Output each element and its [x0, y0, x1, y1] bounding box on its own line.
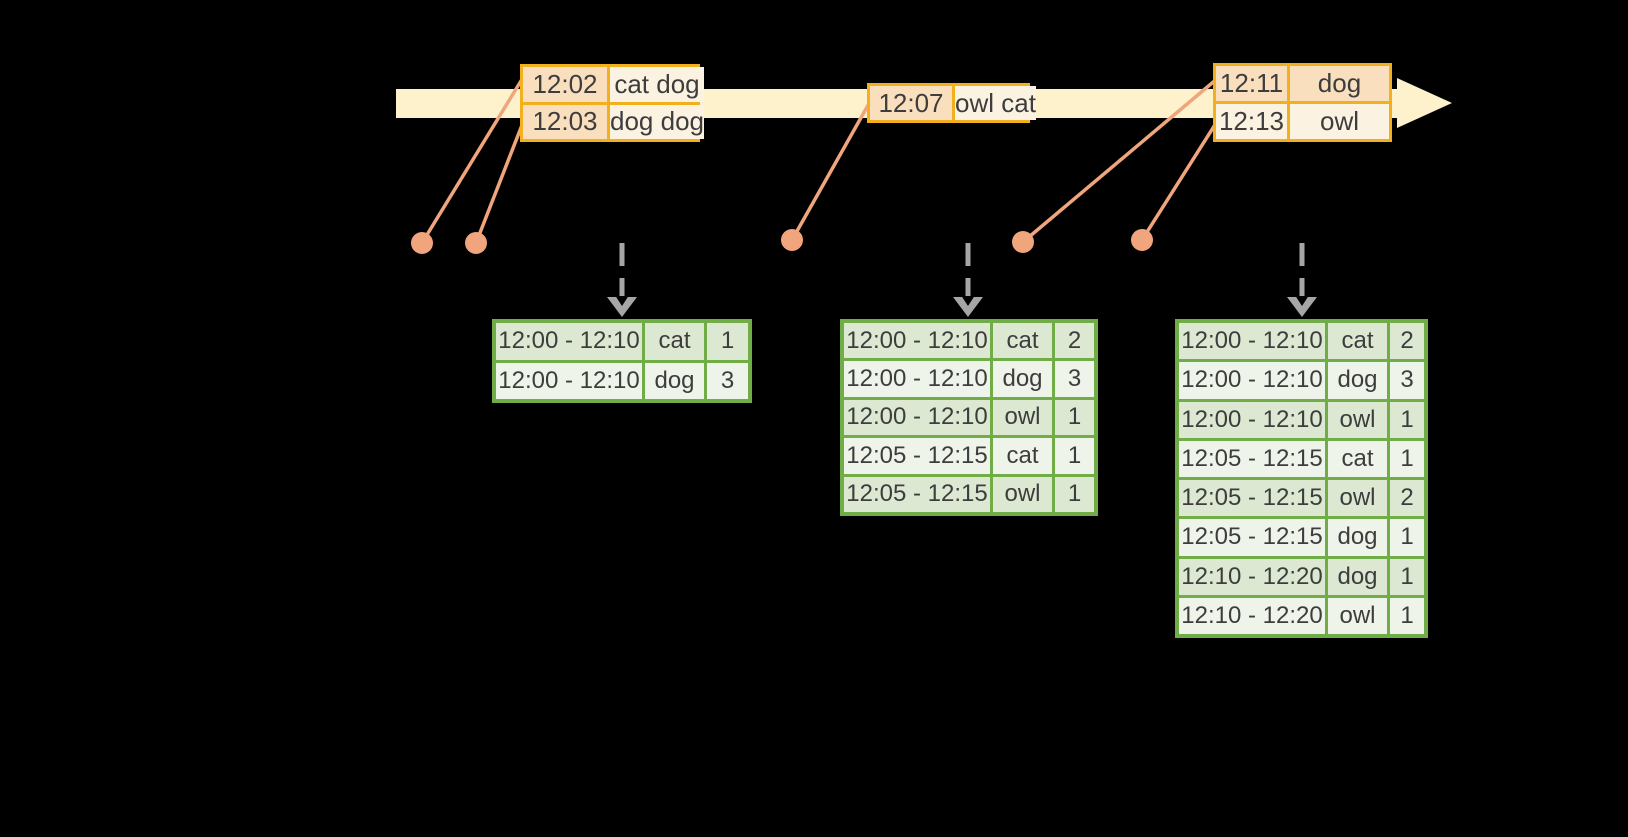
result-window-cell: 12:05 - 12:15: [844, 438, 990, 474]
result-count-cell: 1: [1055, 476, 1094, 512]
result-word-cell: cat: [1328, 323, 1387, 360]
result-window-cell: 12:05 - 12:15: [1179, 519, 1325, 556]
result-word-cell: cat: [993, 323, 1052, 359]
result-word-cell: owl: [993, 476, 1052, 512]
trigger-down-arrow-icon: [953, 243, 983, 317]
result-count-cell: 1: [1390, 558, 1424, 595]
event-time-cell: 12:03: [523, 104, 607, 139]
result-word-cell: owl: [993, 399, 1052, 436]
event-words-cell: owl: [1290, 104, 1389, 139]
event-time-cell: 12:02: [523, 67, 607, 102]
event-dot-icon: [465, 232, 487, 254]
result-count-cell: 2: [1055, 323, 1094, 359]
event-words-cell: owl cat: [955, 86, 1036, 120]
event-dots: [411, 229, 1153, 254]
trigger-down-arrow-icon: [607, 243, 637, 317]
result-window-cell: 12:05 - 12:15: [844, 476, 990, 512]
result-count-cell: 3: [1390, 362, 1424, 399]
connector-lines: [420, 75, 1220, 244]
result-window-cell: 12:10 - 12:20: [1179, 597, 1325, 634]
trigger-down-arrow-icon: [1287, 243, 1317, 317]
result-count-cell: 1: [1390, 440, 1424, 477]
event-words-cell: dog dog: [610, 104, 704, 139]
event-time-cell: 12:11: [1216, 66, 1287, 101]
result-window-cell: 12:00 - 12:10: [844, 323, 990, 359]
result-window-cell: 12:00 - 12:10: [844, 361, 990, 397]
event-dot-icon: [1131, 229, 1153, 251]
result-word-cell: dog: [1328, 558, 1387, 595]
result-count-cell: 3: [1055, 361, 1094, 397]
connector-line: [474, 119, 526, 244]
event-dot-icon: [411, 232, 433, 254]
result-word-cell: owl: [1328, 597, 1387, 634]
result-window-cell: 12:05 - 12:15: [1179, 480, 1325, 517]
result-count-cell: 1: [1390, 519, 1424, 556]
result-count-cell: 1: [1055, 438, 1094, 474]
result-count-cell: 3: [707, 362, 748, 399]
result-count-cell: 1: [1390, 401, 1424, 438]
result-window-cell: 12:00 - 12:10: [844, 399, 990, 436]
event-dot-icon: [781, 229, 803, 251]
result-count-cell: 1: [707, 323, 748, 360]
result-word-cell: owl: [1328, 401, 1387, 438]
result-window-cell: 12:05 - 12:15: [1179, 440, 1325, 477]
result-word-cell: dog: [1328, 519, 1387, 556]
event-time-cell: 12:13: [1216, 104, 1287, 139]
result-window-cell: 12:00 - 12:10: [496, 362, 642, 399]
event-time-cell: 12:07: [870, 86, 952, 120]
connector-line: [420, 75, 526, 244]
result-window-cell: 12:00 - 12:10: [1179, 362, 1325, 399]
result-count-cell: 2: [1390, 480, 1424, 517]
result-count-cell: 1: [1055, 399, 1094, 436]
result-word-cell: cat: [645, 323, 704, 360]
event-words-cell: cat dog: [610, 67, 704, 102]
result-count-cell: 1: [1390, 597, 1424, 634]
connector-line: [790, 99, 873, 241]
result-word-cell: cat: [993, 438, 1052, 474]
trigger-arrows: [607, 243, 1317, 317]
result-word-cell: dog: [993, 361, 1052, 397]
result-word-cell: owl: [1328, 480, 1387, 517]
connector-line: [1021, 76, 1220, 244]
result-window-cell: 12:00 - 12:10: [496, 323, 642, 360]
result-word-cell: dog: [1328, 362, 1387, 399]
event-dot-icon: [1012, 231, 1034, 253]
result-word-cell: cat: [1328, 440, 1387, 477]
result-count-cell: 2: [1390, 323, 1424, 360]
result-window-cell: 12:00 - 12:10: [1179, 401, 1325, 438]
connector-line: [1140, 119, 1220, 241]
result-window-cell: 12:00 - 12:10: [1179, 323, 1325, 360]
result-word-cell: dog: [645, 362, 704, 399]
event-words-cell: dog: [1290, 66, 1389, 101]
result-window-cell: 12:10 - 12:20: [1179, 558, 1325, 595]
